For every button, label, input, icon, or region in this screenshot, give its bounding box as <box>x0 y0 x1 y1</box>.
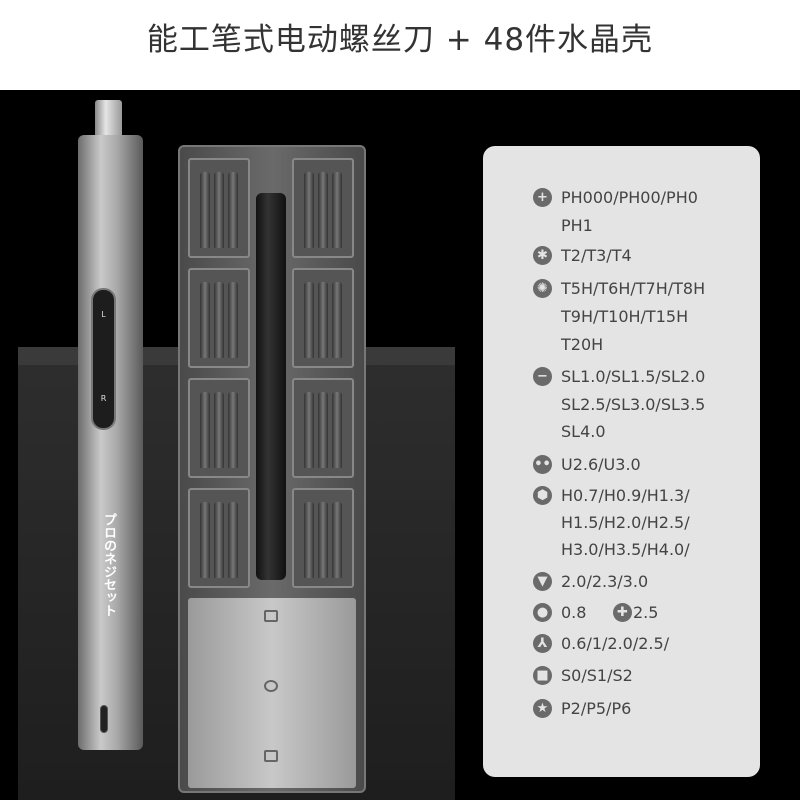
bit-compartment <box>292 268 354 368</box>
screwdriver-bit <box>228 282 238 358</box>
case-lower-compartment <box>188 598 356 788</box>
slotted-icon: − <box>533 367 552 386</box>
spec-text: T9H/T10H/T15H <box>561 307 689 326</box>
bit-compartment <box>188 488 250 588</box>
brand-text: プロのネジセット <box>101 513 116 617</box>
switch-label-l: L <box>101 310 106 319</box>
spec-text: H3.0/H3.5/H4.0/ <box>561 540 690 559</box>
torx-icon: ✱ <box>533 246 552 265</box>
screwdriver-bit <box>304 502 314 578</box>
screwdriver-bit <box>200 172 210 248</box>
screwdriver-bit <box>214 392 224 468</box>
screwdriver-bit <box>304 282 314 358</box>
spec-text: SL1.0/SL1.5/SL2.0 <box>561 367 706 386</box>
precision-screwdriver-handle <box>256 193 286 580</box>
screwdriver-bit <box>200 392 210 468</box>
spec-text: 0.8 <box>561 603 587 622</box>
spec-text: T2/T3/T4 <box>561 246 632 265</box>
bit-compartment <box>292 158 354 258</box>
screwdriver-bit <box>214 282 224 358</box>
driver-bit-holder <box>95 100 122 140</box>
spec-text: SL4.0 <box>561 422 606 441</box>
watch-icon <box>264 680 278 692</box>
spec-text: H1.5/H2.0/H2.5/ <box>561 513 690 532</box>
screwdriver-bit <box>200 502 210 578</box>
cross-icon: ✚ <box>613 603 632 622</box>
u-type-icon: •• <box>533 455 552 474</box>
switch-label-r: R <box>100 394 107 403</box>
screwdriver-bit <box>318 282 328 358</box>
spec-text: T5H/T6H/T7H/T8H <box>561 279 706 298</box>
spec-text: SL2.5/SL3.0/SL3.5 <box>561 395 706 414</box>
page-title: 能工笔式电动螺丝刀 + 48件水晶壳 <box>146 22 654 58</box>
screwdriver-bit <box>214 172 224 248</box>
screwdriver-bit <box>304 392 314 468</box>
bit-compartment <box>188 378 250 478</box>
triangle-icon: ▼ <box>533 572 552 591</box>
bit-compartment <box>188 158 250 258</box>
screwdriver-bit <box>228 392 238 468</box>
screwdriver-bit <box>200 282 210 358</box>
screwdriver-bit <box>318 172 328 248</box>
screwdriver-bit <box>332 172 342 248</box>
square-icon: ■ <box>533 666 552 685</box>
torx-security-icon: ✺ <box>533 279 552 298</box>
screwdriver-bit <box>332 282 342 358</box>
camera-icon <box>264 610 278 622</box>
spec-text: U2.6/U3.0 <box>561 455 641 474</box>
spec-text: 2.5 <box>633 603 659 622</box>
screwdriver-bit <box>228 172 238 248</box>
screwdriver-bit <box>304 172 314 248</box>
bit-compartment <box>292 378 354 478</box>
spec-text: 2.0/2.3/3.0 <box>561 572 649 591</box>
tri-wing-icon: ⅄ <box>533 634 552 653</box>
charging-port <box>100 705 108 733</box>
phillips-icon: + <box>533 188 552 207</box>
bit-compartment <box>292 488 354 588</box>
copy-icon <box>264 750 278 762</box>
spec-text: S0/S1/S2 <box>561 666 633 685</box>
direction-switch: L R <box>91 288 116 430</box>
hex-icon: ⬢ <box>533 486 552 505</box>
pentalobe-icon: ★ <box>533 699 552 718</box>
spec-text: P2/P5/P6 <box>561 699 632 718</box>
spec-text: PH1 <box>561 216 593 235</box>
spec-text: 0.6/1/2.0/2.5/ <box>561 634 670 653</box>
screwdriver-bit <box>318 502 328 578</box>
spec-panel <box>483 146 760 777</box>
screwdriver-bit <box>214 502 224 578</box>
screwdriver-bit <box>332 392 342 468</box>
bit-compartment <box>188 268 250 368</box>
round-icon: ● <box>533 603 552 622</box>
electric-screwdriver <box>78 135 143 750</box>
screwdriver-bit <box>318 392 328 468</box>
spec-text: PH000/PH00/PH0 <box>561 188 698 207</box>
screwdriver-bit <box>228 502 238 578</box>
spec-text: H0.7/H0.9/H1.3/ <box>561 486 690 505</box>
screwdriver-bit <box>332 502 342 578</box>
spec-text: T20H <box>561 335 604 354</box>
